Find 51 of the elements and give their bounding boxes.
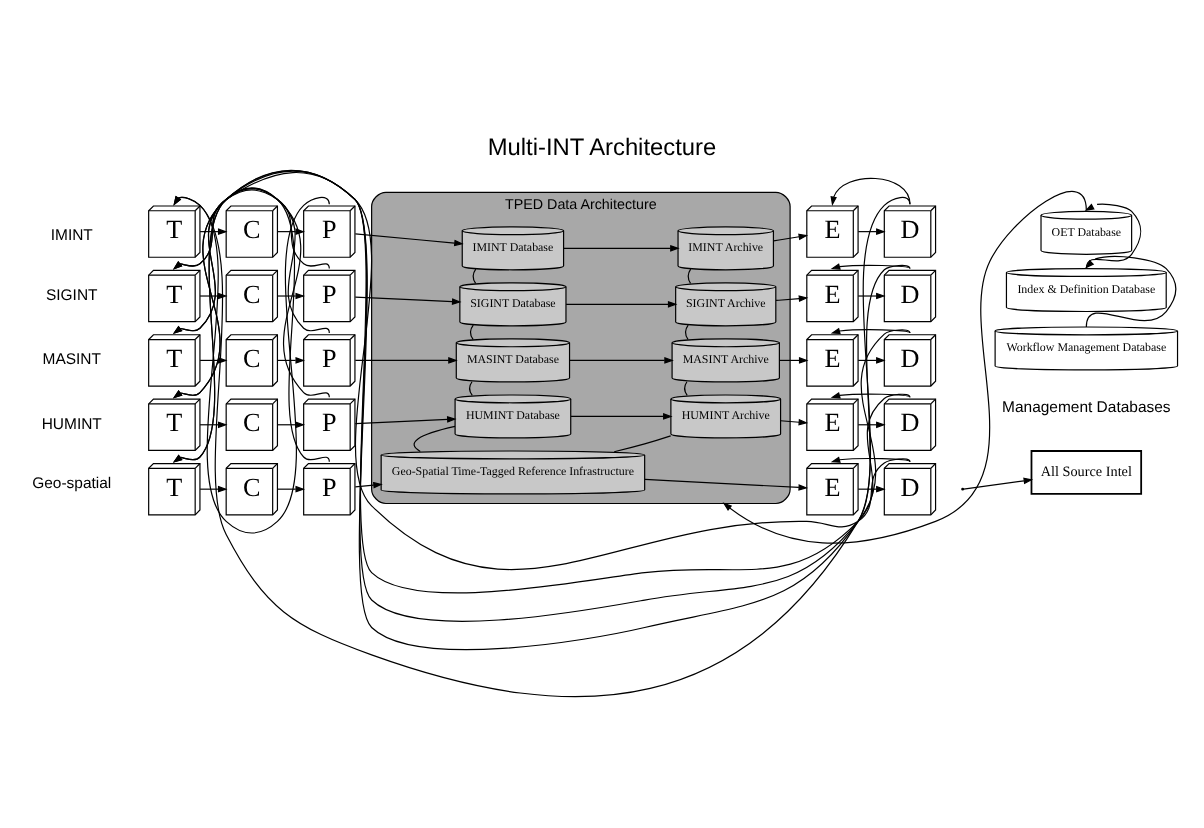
arrow [277,357,305,364]
arrow [830,177,911,206]
arrow [963,477,1034,490]
arrow [857,357,886,364]
arrow [830,456,911,463]
arrow [199,485,228,493]
arrow [830,392,911,399]
arrow [563,245,680,252]
arrow [830,327,911,335]
arrow [354,357,458,364]
arrow [570,413,673,420]
arrow [172,188,330,335]
connector [413,425,456,453]
arrow [172,187,330,399]
arrow [773,233,809,242]
connector [684,324,689,340]
connector [613,435,672,453]
connector [684,381,688,397]
arrow [199,357,228,364]
arrow [1084,203,1142,270]
arrow [199,228,228,235]
arrow [172,187,330,463]
arrow [199,292,228,300]
arrow [354,481,383,489]
arrow [199,421,228,429]
arrow [857,485,886,493]
arrow [780,418,809,426]
arrow [569,357,674,364]
arrow [644,478,808,491]
arrow [277,292,305,300]
arrow [1085,255,1177,328]
arrow [857,228,886,235]
arrow [172,189,330,270]
arrow [354,296,462,305]
arrow [354,416,457,425]
arrow [830,263,911,270]
connector [469,324,474,340]
arrow [857,292,886,300]
arrow [565,301,678,308]
connector [687,268,692,284]
arrow [173,195,330,534]
arrow [857,421,886,429]
connector [468,381,473,397]
arrow [277,485,305,493]
arrow [277,421,305,429]
arrow [354,233,464,247]
connector [472,268,477,284]
arrow [722,190,1087,544]
arrow [778,357,809,364]
arrow [775,295,809,302]
diagram-title: Multi-INT Architecture [487,132,717,161]
